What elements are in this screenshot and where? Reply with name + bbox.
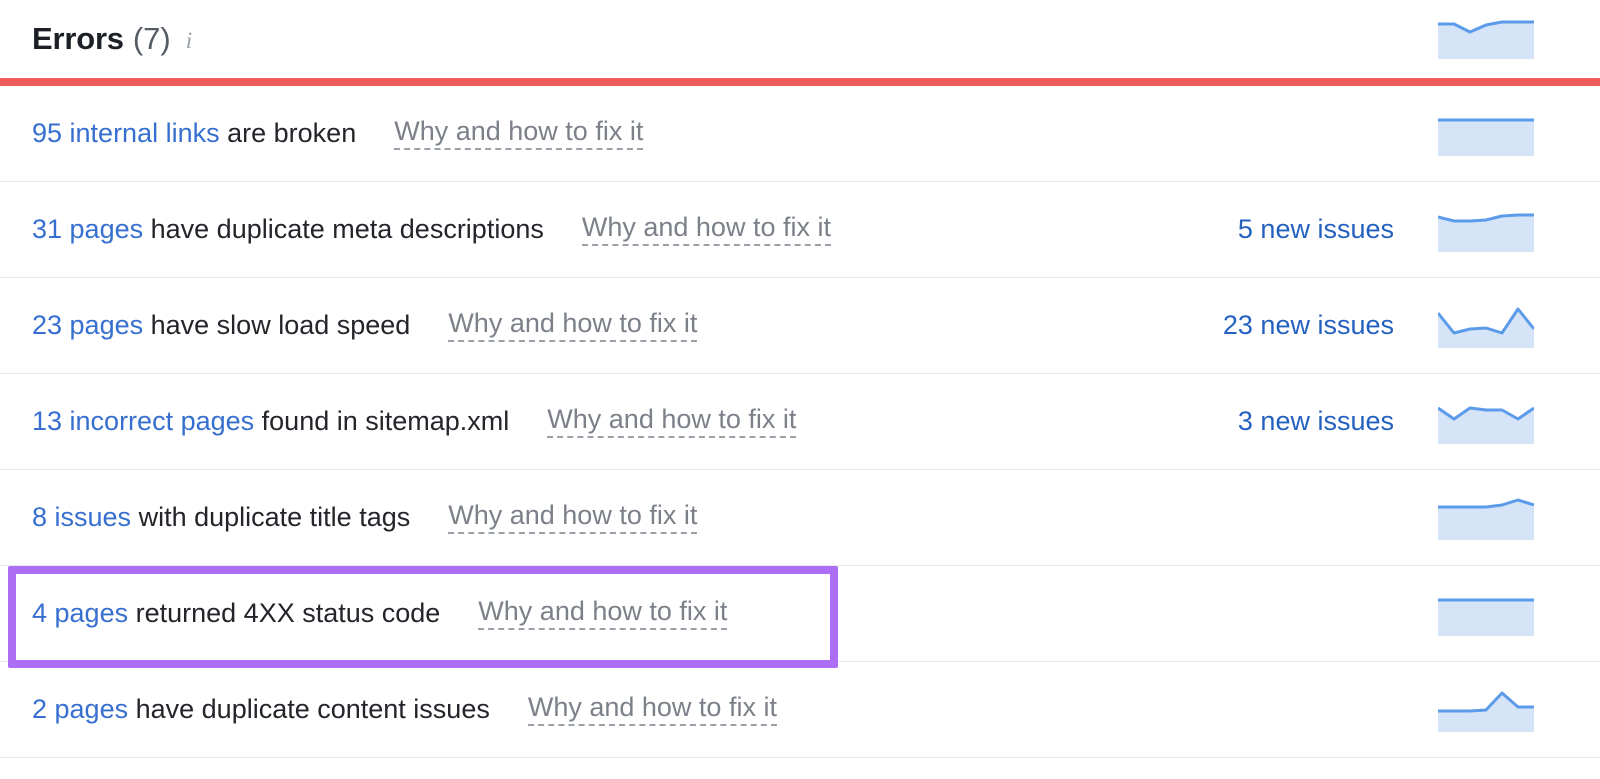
table-row[interactable]: 4 pages returned 4XX status code Why and…	[0, 566, 1600, 662]
panel-header: Errors (7) i	[0, 0, 1600, 78]
row-sparkline	[1438, 399, 1534, 444]
header-sparkline	[1438, 14, 1534, 59]
table-row[interactable]: 2 pages have duplicate content issues Wh…	[0, 662, 1600, 758]
row-sparkline	[1438, 207, 1534, 252]
fix-guide-link[interactable]: Why and how to fix it	[547, 405, 797, 438]
row-sparkline	[1438, 303, 1534, 348]
issue-metric-link[interactable]: 23 pages	[32, 310, 144, 340]
panel-title-text: Errors	[32, 21, 124, 56]
sparkline-svg-row-5	[1438, 598, 1534, 636]
sparkline-svg-row-2	[1438, 307, 1534, 348]
issue-metric-link[interactable]: 95 internal links	[32, 118, 220, 148]
issue-description-text: with duplicate title tags	[138, 502, 411, 532]
table-row[interactable]: 31 pages have duplicate meta description…	[0, 182, 1600, 278]
issue-metric-link[interactable]: 13 incorrect pages	[32, 406, 255, 436]
issue-description: 13 incorrect pages found in sitemap.xml	[32, 408, 509, 435]
issue-metric-link[interactable]: 4 pages	[32, 598, 129, 628]
page-title: Errors (7) i	[32, 21, 192, 57]
issue-metric-link[interactable]: 2 pages	[32, 694, 129, 724]
fix-guide-link[interactable]: Why and how to fix it	[478, 597, 728, 630]
fix-guide-link[interactable]: Why and how to fix it	[527, 693, 777, 726]
issue-metric-link[interactable]: 31 pages	[32, 214, 144, 244]
row-sparkline	[1438, 111, 1534, 156]
table-row[interactable]: 8 issues with duplicate title tags Why a…	[0, 470, 1600, 566]
sparkline-svg-row-6	[1438, 691, 1534, 732]
issue-rows: 95 internal links are broken Why and how…	[0, 86, 1600, 758]
issue-description-text: found in sitemap.xml	[261, 406, 510, 436]
row-sparkline	[1438, 495, 1534, 540]
sparkline-svg-header	[1438, 20, 1534, 59]
fix-guide-link[interactable]: Why and how to fix it	[448, 501, 698, 534]
row-sparkline	[1438, 687, 1534, 732]
fix-guide-link[interactable]: Why and how to fix it	[394, 117, 644, 150]
table-row[interactable]: 95 internal links are broken Why and how…	[0, 86, 1600, 182]
issue-description-text: have slow load speed	[150, 310, 411, 340]
sparkline-svg-row-4	[1438, 498, 1534, 540]
new-issues-count[interactable]: 23 new issues	[1222, 310, 1394, 340]
issue-description: 31 pages have duplicate meta description…	[32, 216, 544, 243]
issue-description: 4 pages returned 4XX status code	[32, 600, 440, 627]
issue-description: 2 pages have duplicate content issues	[32, 696, 490, 723]
info-icon[interactable]: i	[185, 28, 193, 53]
sparkline-svg-row-1	[1438, 213, 1534, 252]
fix-guide-link[interactable]: Why and how to fix it	[581, 213, 831, 246]
issue-description: 8 issues with duplicate title tags	[32, 504, 410, 531]
issue-description: 23 pages have slow load speed	[32, 312, 410, 339]
issue-description-text: have duplicate meta descriptions	[150, 214, 544, 244]
sparkline-svg-row-3	[1438, 406, 1534, 444]
new-issues-count[interactable]: 5 new issues	[1237, 214, 1394, 244]
severity-bar-error	[0, 78, 1600, 86]
sparkline-svg-row-0	[1438, 118, 1534, 156]
table-row[interactable]: 13 incorrect pages found in sitemap.xml …	[0, 374, 1600, 470]
fix-guide-link[interactable]: Why and how to fix it	[448, 309, 698, 342]
new-issues-count[interactable]: 3 new issues	[1237, 406, 1394, 436]
issue-description-text: returned 4XX status code	[135, 598, 441, 628]
issue-metric-link[interactable]: 8 issues	[32, 502, 132, 532]
panel-issue-count: (7)	[132, 21, 171, 56]
issue-description: 95 internal links are broken	[32, 120, 356, 147]
row-sparkline	[1438, 591, 1534, 636]
issue-description-text: have duplicate content issues	[135, 694, 490, 724]
table-row[interactable]: 23 pages have slow load speed Why and ho…	[0, 278, 1600, 374]
issue-description-text: are broken	[227, 118, 357, 148]
